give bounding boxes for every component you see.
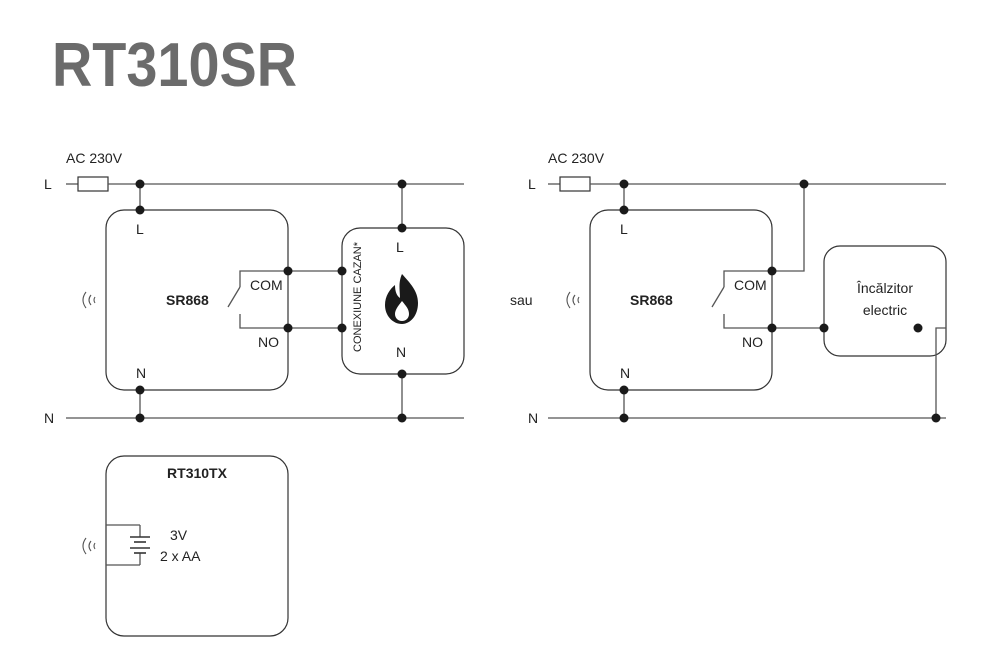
boiler-term-n: N: [396, 344, 406, 360]
supply-label: AC 230V: [548, 150, 605, 166]
receiver-box: [589, 209, 773, 391]
receiver-term-no: NO: [742, 334, 763, 350]
relay-no-wire: [239, 314, 288, 329]
junction-node: [799, 179, 809, 189]
right-wiring-diagram: AC 230V L N L N SR868 COM NO Încălzitor …: [528, 150, 947, 426]
junction-node: [135, 205, 145, 215]
heater-label-line1: Încălzitor: [856, 280, 913, 296]
flame-icon: [385, 274, 418, 324]
line-label: L: [44, 176, 52, 192]
battery-icon: [130, 536, 150, 554]
junction-node: [135, 413, 145, 423]
junction-node: [337, 323, 347, 333]
neutral-label: N: [528, 410, 538, 426]
receiver-term-com: COM: [250, 277, 283, 293]
junction-node: [283, 323, 293, 333]
junction-node: [397, 179, 407, 189]
receiver-term-n: N: [136, 365, 146, 381]
receiver-term-l: L: [136, 221, 144, 237]
com-to-line-wire: [772, 184, 805, 272]
boiler-name: CONEXIUNE CAZAN*: [352, 241, 364, 352]
receiver-term-n: N: [620, 365, 630, 381]
relay-com-wire: [239, 270, 288, 287]
receiver-term-no: NO: [258, 334, 279, 350]
junction-nodes: [135, 179, 407, 423]
heater-box: [823, 245, 947, 357]
transmitter: RT310TX 3V 2 x AA: [82, 455, 289, 637]
relay-switch: [227, 286, 241, 308]
left-wiring-diagram: AC 230V L N L N SR868 COM NO L N CONEXIU…: [44, 150, 465, 426]
battery-voltage: 3V: [170, 527, 188, 543]
junction-node: [135, 385, 145, 395]
wireless-icon: [82, 537, 96, 555]
transmitter-name: RT310TX: [167, 465, 228, 481]
receiver-term-com: COM: [734, 277, 767, 293]
neutral-label: N: [44, 410, 54, 426]
junction-node: [135, 179, 145, 189]
junction-node: [819, 323, 829, 333]
junction-node: [767, 266, 777, 276]
junction-node: [767, 323, 777, 333]
relay-com-wire: [723, 270, 772, 287]
junction-node: [397, 413, 407, 423]
junction-node: [619, 179, 629, 189]
transmitter-box: [105, 455, 289, 637]
junction-node: [397, 223, 407, 233]
heater-to-neutral-wire: [935, 327, 946, 418]
junction-node: [397, 369, 407, 379]
junction-node: [337, 266, 347, 276]
relay-switch: [711, 286, 725, 308]
boiler-term-l: L: [396, 239, 404, 255]
junction-node: [931, 413, 941, 423]
fuse: [77, 176, 109, 192]
wireless-icon: [566, 291, 580, 309]
receiver-box: [105, 209, 289, 391]
junction-node: [283, 266, 293, 276]
junction-node: [619, 413, 629, 423]
junction-node: [619, 205, 629, 215]
line-label: L: [528, 176, 536, 192]
fuse: [559, 176, 591, 192]
supply-label: AC 230V: [66, 150, 123, 166]
junction-nodes: [619, 179, 941, 423]
relay-no-wire: [723, 314, 772, 329]
receiver-term-l: L: [620, 221, 628, 237]
receiver-name: SR868: [630, 292, 673, 308]
separator-label: sau: [510, 292, 533, 308]
battery-type: 2 x AA: [160, 548, 201, 564]
battery-wire: [105, 524, 140, 566]
receiver-name: SR868: [166, 292, 209, 308]
heater-label-line2: electric: [863, 302, 907, 318]
junction-node: [913, 323, 923, 333]
page-title: RT310SR: [52, 31, 297, 100]
junction-node: [619, 385, 629, 395]
wireless-icon: [82, 291, 96, 309]
